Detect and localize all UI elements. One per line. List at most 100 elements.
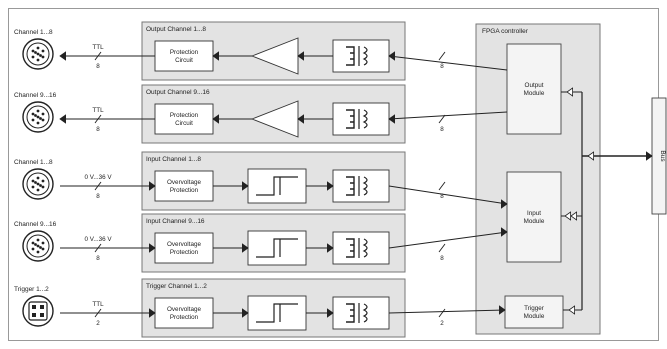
protection-box-5 (154, 297, 214, 329)
isolator-coil-icon-4 (362, 238, 368, 258)
connector-pin-3-6 (31, 179, 35, 183)
comparator-box-5 (247, 295, 307, 331)
fpga-bus-slash-4 (438, 243, 446, 253)
io-level-label-2: TTL (92, 107, 104, 114)
input-module-box (506, 171, 562, 263)
connector-pin-1-1 (36, 46, 40, 50)
amp-in-arrow-1 (297, 51, 305, 61)
channel-group-title-5: Trigger Channel 1...2 (146, 283, 207, 290)
isolator-bracket-icon-2 (346, 109, 355, 129)
output-module-arrowhead (566, 87, 573, 97)
isolator-bracket-icon-1 (346, 46, 355, 66)
connector-pin-4-8 (34, 243, 37, 246)
io-bus-count-4: 8 (96, 255, 100, 262)
connector-pin-3-2 (41, 179, 45, 183)
fpga-bus-count-5: 2 (440, 320, 444, 327)
connector-pin-4-3 (41, 247, 45, 251)
bus-arrowhead-right (646, 151, 653, 161)
protection-box-2 (154, 103, 214, 135)
input-module-arrowhead-b (570, 211, 577, 221)
connector-pin-1-9 (39, 54, 42, 57)
io-bus-count-5: 2 (96, 320, 100, 327)
protect-in-arrow-2 (212, 114, 220, 124)
connector-pin-1-6 (31, 49, 35, 53)
protect-in-arrow-1 (212, 51, 220, 61)
connector-pin-2-7 (36, 115, 40, 119)
connector-label-5: Trigger 1...2 (14, 286, 49, 293)
connector-pin-4-7 (36, 244, 40, 248)
isolator-to-fpga-line-3 (388, 185, 508, 205)
isolator-to-fpga-line-4 (388, 231, 508, 249)
connector-pin-1-3 (41, 55, 45, 59)
trigger-module-box (504, 295, 564, 329)
io-bus-slash-2 (94, 114, 102, 124)
connector-pin-2-2 (41, 112, 45, 116)
connector-pin-2-4 (36, 121, 40, 125)
comparator-box-3 (247, 168, 307, 204)
connector-pin-2-6 (31, 112, 35, 116)
connector-pin-3-4 (36, 188, 40, 192)
fpga-bus-slash-3 (438, 181, 446, 191)
comparator-hysteresis-icon-3 (256, 176, 298, 196)
isolator-bracket-icon-4 (346, 238, 355, 258)
trigger-module-arrowhead (568, 305, 575, 315)
isolator-coil-icon-1 (362, 46, 368, 66)
connector-label-4: Channel 9...16 (14, 221, 57, 228)
isolator-box-4 (332, 231, 390, 265)
trigger-connector-square (28, 301, 48, 321)
fpga-in-arrow-4 (500, 227, 508, 237)
connector-pin-2-5 (31, 118, 35, 122)
connector-pin-2-9 (39, 117, 42, 120)
connector-arrow-2 (59, 114, 66, 124)
fpga-in-arrow-3 (500, 199, 508, 209)
isolator-in-arrow-5 (326, 308, 334, 318)
io-bus-slash-5 (94, 308, 102, 318)
isolator-in-arrow-2 (388, 114, 396, 124)
fpga-bus-count-3: 8 (440, 193, 444, 200)
fpga-in-arrow-5 (498, 305, 506, 315)
connector-pin-1-4 (36, 58, 40, 62)
connector-pin-3-8 (34, 181, 37, 184)
connector-pin-3-5 (31, 185, 35, 189)
isolator-in-arrow-1 (388, 51, 396, 61)
isolator-in-arrow-4 (326, 243, 334, 253)
io-bus-count-2: 8 (96, 126, 100, 133)
fpga-bus-slash-5 (438, 308, 446, 318)
io-bus-slash-4 (94, 243, 102, 253)
connector-pin-4-6 (31, 241, 35, 245)
fpga-controller-title: FPGA controller (482, 28, 529, 35)
isolator-to-fpga-line-5 (388, 309, 506, 314)
comparator-hysteresis-icon-4 (256, 238, 298, 258)
io-level-label-1: TTL (92, 44, 104, 51)
bus-arrowhead-left (587, 151, 594, 161)
isolator-box-1 (332, 39, 390, 73)
connector-label-2: Channel 9...16 (14, 92, 57, 99)
connector-pin-2-8 (34, 114, 37, 117)
trigger-connector-pin-4 (40, 313, 44, 317)
isolator-box-2 (332, 102, 390, 136)
connector-pin-3-1 (36, 176, 40, 180)
channel-group-title-3: Input Channel 1...8 (146, 156, 201, 163)
connector-pin-4-9 (39, 246, 42, 249)
connector-pin-4-5 (31, 247, 35, 251)
comparator-box-4 (247, 230, 307, 266)
connector-label-3: Channel 1...8 (14, 159, 53, 166)
isolator-box-3 (332, 169, 390, 203)
isolator-bracket-icon-3 (346, 176, 355, 196)
channel-group-title-4: Input Channel 9...16 (146, 218, 205, 225)
trigger-connector-pin-1 (32, 305, 36, 309)
comparator-in-arrow-3 (241, 181, 249, 191)
isolator-coil-icon-2 (362, 109, 368, 129)
connector-pin-1-8 (34, 51, 37, 54)
bus-label: Bus (659, 150, 666, 162)
connector-pin-4-4 (36, 250, 40, 254)
fpga-bus-slash-1 (438, 51, 446, 61)
protect-in-arrow-5 (148, 308, 156, 318)
connector-pin-4-1 (36, 238, 40, 242)
trigger-connector-pin-3 (32, 313, 36, 317)
